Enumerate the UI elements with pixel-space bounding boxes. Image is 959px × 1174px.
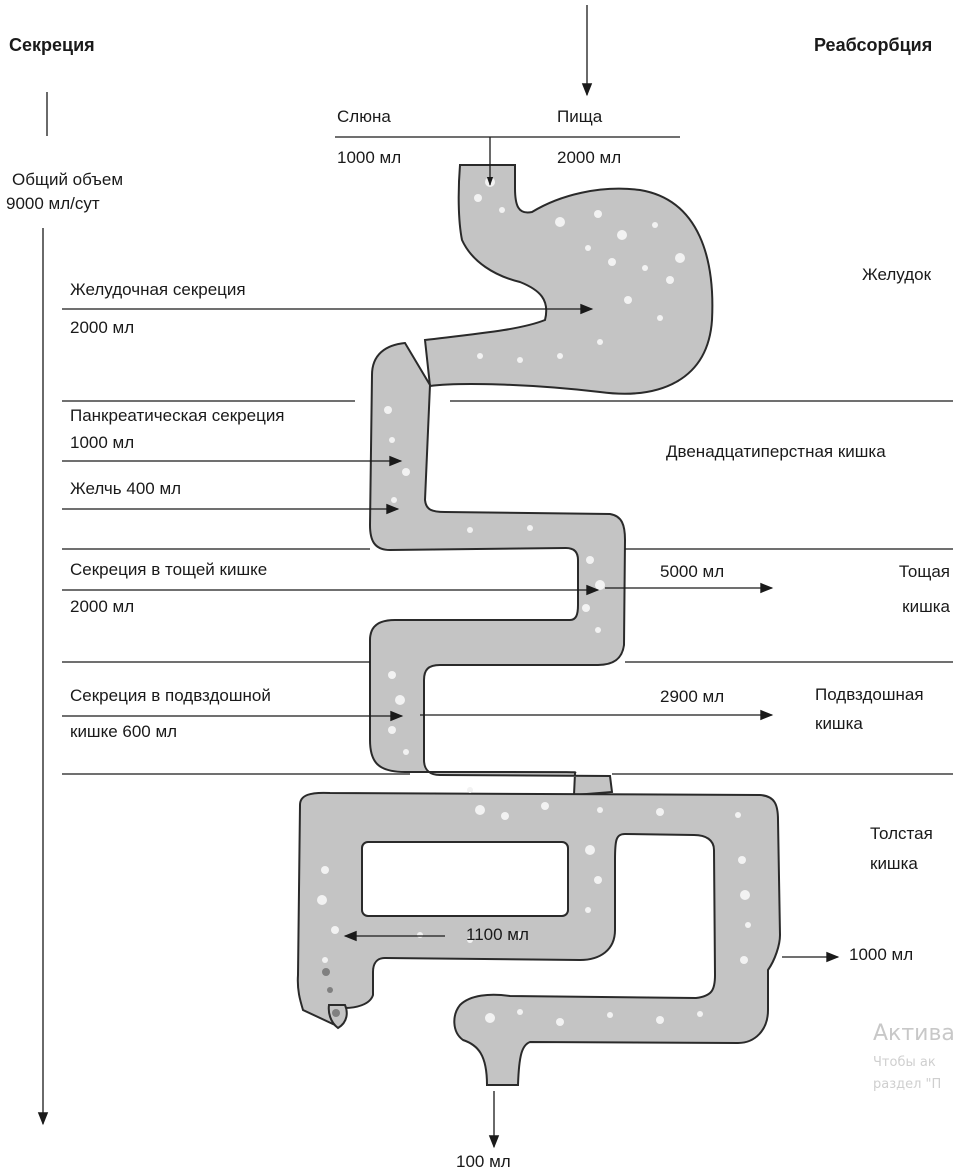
colon-right-absorption-value: 1000 мл bbox=[849, 945, 913, 965]
ileum-label-line1: Подвздошная bbox=[815, 685, 924, 705]
gut-tube bbox=[298, 165, 780, 1085]
jejunum-absorption-value: 5000 мл bbox=[660, 562, 724, 582]
activation-watermark-line3: раздел "П bbox=[873, 1077, 941, 1092]
pancreatic-secretion-label: Панкреатическая секреция bbox=[70, 406, 285, 426]
activation-watermark-line2: Чтобы ак bbox=[873, 1055, 936, 1070]
stomach-label: Желудок bbox=[862, 265, 931, 285]
ileum-absorption-value: 2900 мл bbox=[660, 687, 724, 707]
saliva-value: 1000 мл bbox=[337, 148, 401, 168]
colon-label-line1: Толстая bbox=[870, 824, 933, 844]
bile-secretion-label: Желчь 400 мл bbox=[70, 479, 181, 499]
duodenum-label: Двенадцатиперстная кишка bbox=[666, 442, 886, 462]
excreted-value: 100 мл bbox=[456, 1152, 511, 1172]
small-intestine-shape bbox=[370, 343, 625, 795]
saliva-label: Слюна bbox=[337, 107, 391, 127]
colon-shape bbox=[298, 793, 780, 1085]
colon-left-absorption-value: 1100 мл bbox=[466, 925, 529, 945]
activation-watermark-title: Актива bbox=[873, 1021, 955, 1046]
colon-inner-loop bbox=[362, 842, 568, 916]
secretion-header: Секреция bbox=[9, 35, 95, 55]
ileum-label-line2: кишка bbox=[815, 714, 863, 734]
gastric-secretion-value: 2000 мл bbox=[70, 318, 134, 338]
total-volume-value: 9000 мл/сут bbox=[6, 194, 100, 214]
total-volume-label: Общий объем bbox=[12, 170, 123, 190]
pancreatic-secretion-value: 1000 мл bbox=[70, 433, 134, 453]
colon-label-line2: кишка bbox=[870, 854, 918, 874]
jejunum-label-line2: кишка bbox=[902, 597, 950, 617]
reabsorption-header: Реабсорбция bbox=[814, 35, 932, 55]
ileal-secretion-line2: кишке 600 мл bbox=[70, 722, 177, 742]
ileal-secretion-line1: Секреция в подвздошной bbox=[70, 686, 271, 706]
food-value: 2000 мл bbox=[557, 148, 621, 168]
jejunal-secretion-label: Секреция в тощей кишке bbox=[70, 560, 267, 580]
jejunal-secretion-value: 2000 мл bbox=[70, 597, 134, 617]
food-label: Пища bbox=[557, 107, 602, 127]
jejunum-label-line1: Тощая bbox=[899, 562, 950, 582]
gastric-secretion-label: Желудочная секреция bbox=[70, 280, 246, 300]
